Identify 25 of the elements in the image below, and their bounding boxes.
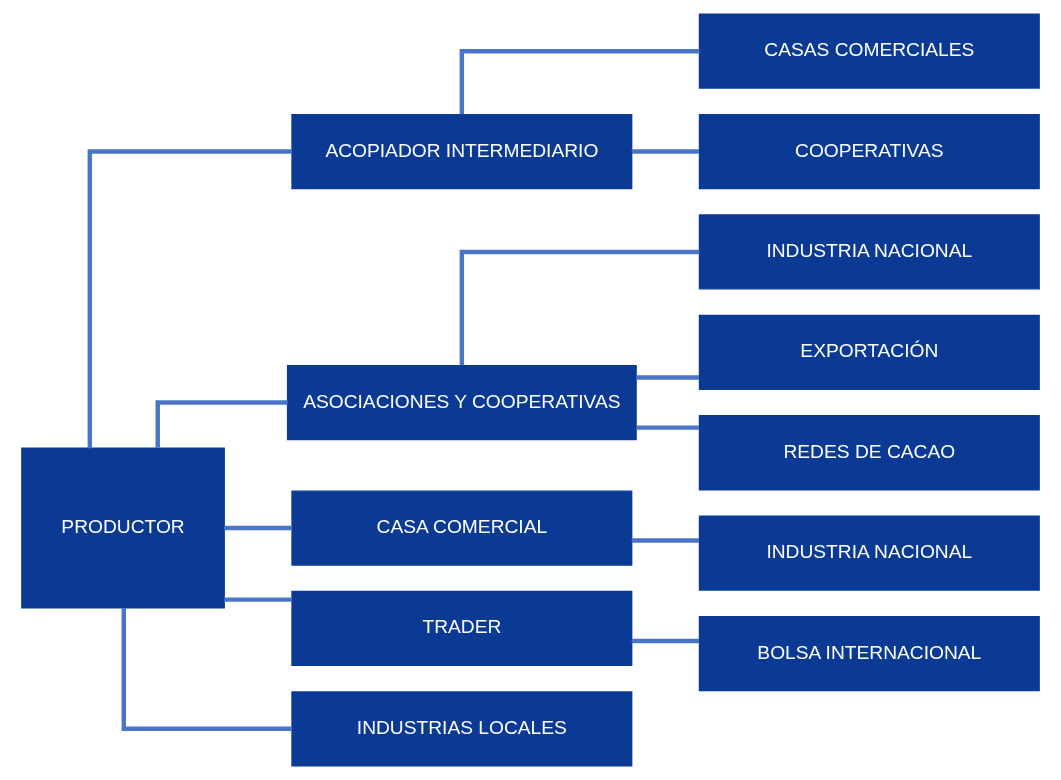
connector [636,425,699,430]
connector [631,638,700,644]
connector [459,249,700,366]
node-box: INDUSTRIAS LOCALES [291,691,633,767]
connector [121,607,292,732]
node-box: EXPORTACIÓN [698,314,1040,390]
node-box: COOPERATIVAS [698,113,1040,190]
connector [155,400,288,448]
node-box: CASAS COMERCIALES [698,13,1040,89]
node-box: REDES DE CACAO [698,415,1040,491]
connector [631,538,700,543]
connector [459,48,700,115]
connector [636,375,699,380]
node-box: INDUSTRIA NACIONAL [698,214,1040,290]
connector [87,149,292,449]
node-box: ASOCIACIONES Y COOPERATIVAS [286,364,637,441]
connector [224,597,292,602]
node-box: PRODUCTOR [21,447,225,609]
node-box: ACOPIADOR INTERMEDIARIO [291,113,633,190]
connector [631,149,700,154]
node-box: TRADER [291,590,633,667]
node-box: CASA COMERCIAL [291,490,633,566]
node-box: INDUSTRIA NACIONAL [698,515,1040,591]
node-box: BOLSA INTERNACIONAL [698,615,1040,692]
connector [224,525,292,531]
